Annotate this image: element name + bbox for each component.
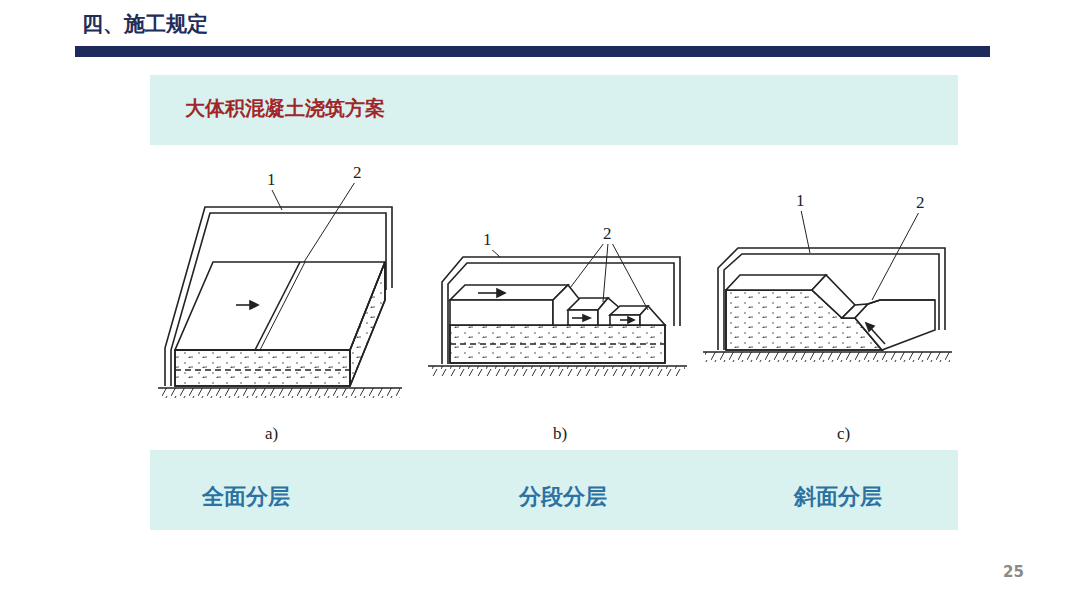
callout-number: a): [264, 424, 279, 444]
callout-number: 1: [482, 230, 493, 250]
callout-number: 1: [266, 170, 277, 190]
figures: [158, 182, 952, 398]
callout-number: b): [552, 424, 568, 444]
band-text: 分段分层: [519, 482, 607, 512]
band-text: 斜面分层: [794, 482, 882, 512]
band: 大体积混凝土浇筑方案: [150, 75, 958, 145]
callout-number: 2: [352, 163, 363, 183]
title-bar: [75, 46, 990, 57]
callout-number: 1: [795, 191, 806, 211]
page-number: 25: [1003, 563, 1024, 581]
band-text: 全面分层: [202, 482, 290, 512]
callout-number: 2: [915, 193, 926, 213]
band: 全面分层 分段分层 斜面分层: [150, 450, 958, 530]
band-text: 大体积混凝土浇筑方案: [185, 95, 385, 122]
callout-number: c): [836, 424, 851, 444]
slide-title: 四、施工规定: [82, 10, 208, 38]
callout-number: 2: [602, 224, 613, 244]
